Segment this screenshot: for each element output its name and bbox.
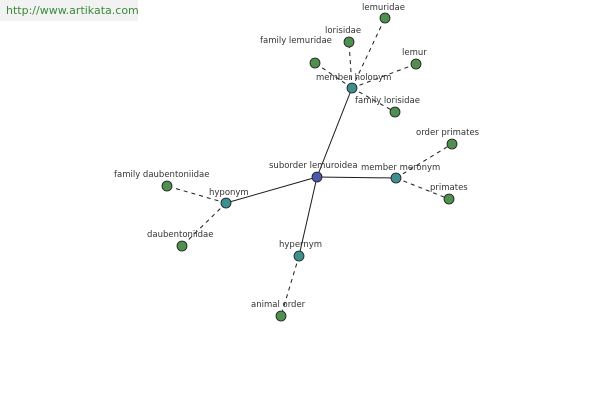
node-daubentoniidae[interactable]	[176, 240, 188, 252]
edge-hyponym-daubentoniidae	[181, 202, 227, 247]
node-family-lemuridae[interactable]	[309, 57, 321, 69]
edge-hyponym-family-daubentoniidae	[166, 185, 227, 204]
label-animal-order[interactable]: animal order	[251, 300, 306, 310]
edge-holonym-family-lorisidae	[351, 87, 396, 113]
edge-hypernym-animal-order	[280, 255, 300, 317]
node-center[interactable]	[311, 171, 323, 183]
label-family-lemuridae[interactable]: family lemuridae	[260, 36, 332, 46]
label-lemur[interactable]: lemur	[402, 48, 427, 58]
label-order-primates[interactable]: order primates	[416, 128, 480, 138]
edge-center-member-holonym	[316, 87, 353, 178]
node-lemur[interactable]	[410, 58, 422, 70]
node-member-holonym[interactable]	[346, 82, 358, 94]
label-lemuridae[interactable]: lemuridae	[362, 3, 405, 13]
node-hypernym[interactable]	[293, 250, 305, 262]
edge-holonym-lemuridae	[351, 17, 386, 89]
label-lorisidae[interactable]: lorisidae	[325, 26, 361, 36]
node-lemuridae[interactable]	[379, 12, 391, 24]
edge-meronym-order-primates	[395, 143, 453, 179]
node-primates[interactable]	[443, 193, 455, 205]
node-family-lorisidae[interactable]	[389, 106, 401, 118]
graph-labels: suborder lemuroidea member holonym membe…	[114, 3, 480, 310]
graph-nodes	[161, 12, 458, 322]
label-member-holonym[interactable]: member holonym	[316, 73, 391, 83]
watermark-url: http://www.artikata.com	[0, 0, 139, 21]
label-hyponym[interactable]: hyponym	[209, 188, 249, 198]
node-animal-order[interactable]	[275, 310, 287, 322]
label-member-meronym[interactable]: member meronym	[361, 163, 440, 173]
node-lorisidae[interactable]	[343, 36, 355, 48]
edge-center-hypernym	[298, 176, 318, 257]
label-family-lorisidae[interactable]: family lorisidae	[355, 96, 420, 106]
edge-center-member-meronym	[316, 176, 397, 179]
label-primates[interactable]: primates	[430, 183, 468, 193]
node-order-primates[interactable]	[446, 138, 458, 150]
label-daubentoniidae[interactable]: daubentoniidae	[147, 230, 213, 240]
label-center[interactable]: suborder lemuroidea	[269, 161, 358, 171]
label-family-daubentoniidae[interactable]: family daubentoniidae	[114, 170, 209, 180]
edge-center-hyponym	[225, 176, 318, 204]
label-hypernym[interactable]: hypernym	[279, 240, 322, 250]
graph-edges	[166, 17, 453, 317]
node-family-daubentoniidae[interactable]	[161, 180, 173, 192]
node-member-meronym[interactable]	[390, 172, 402, 184]
node-hyponym[interactable]	[220, 197, 232, 209]
edge-meronym-primates	[395, 177, 450, 200]
edge-holonym-lemur	[351, 63, 417, 89]
